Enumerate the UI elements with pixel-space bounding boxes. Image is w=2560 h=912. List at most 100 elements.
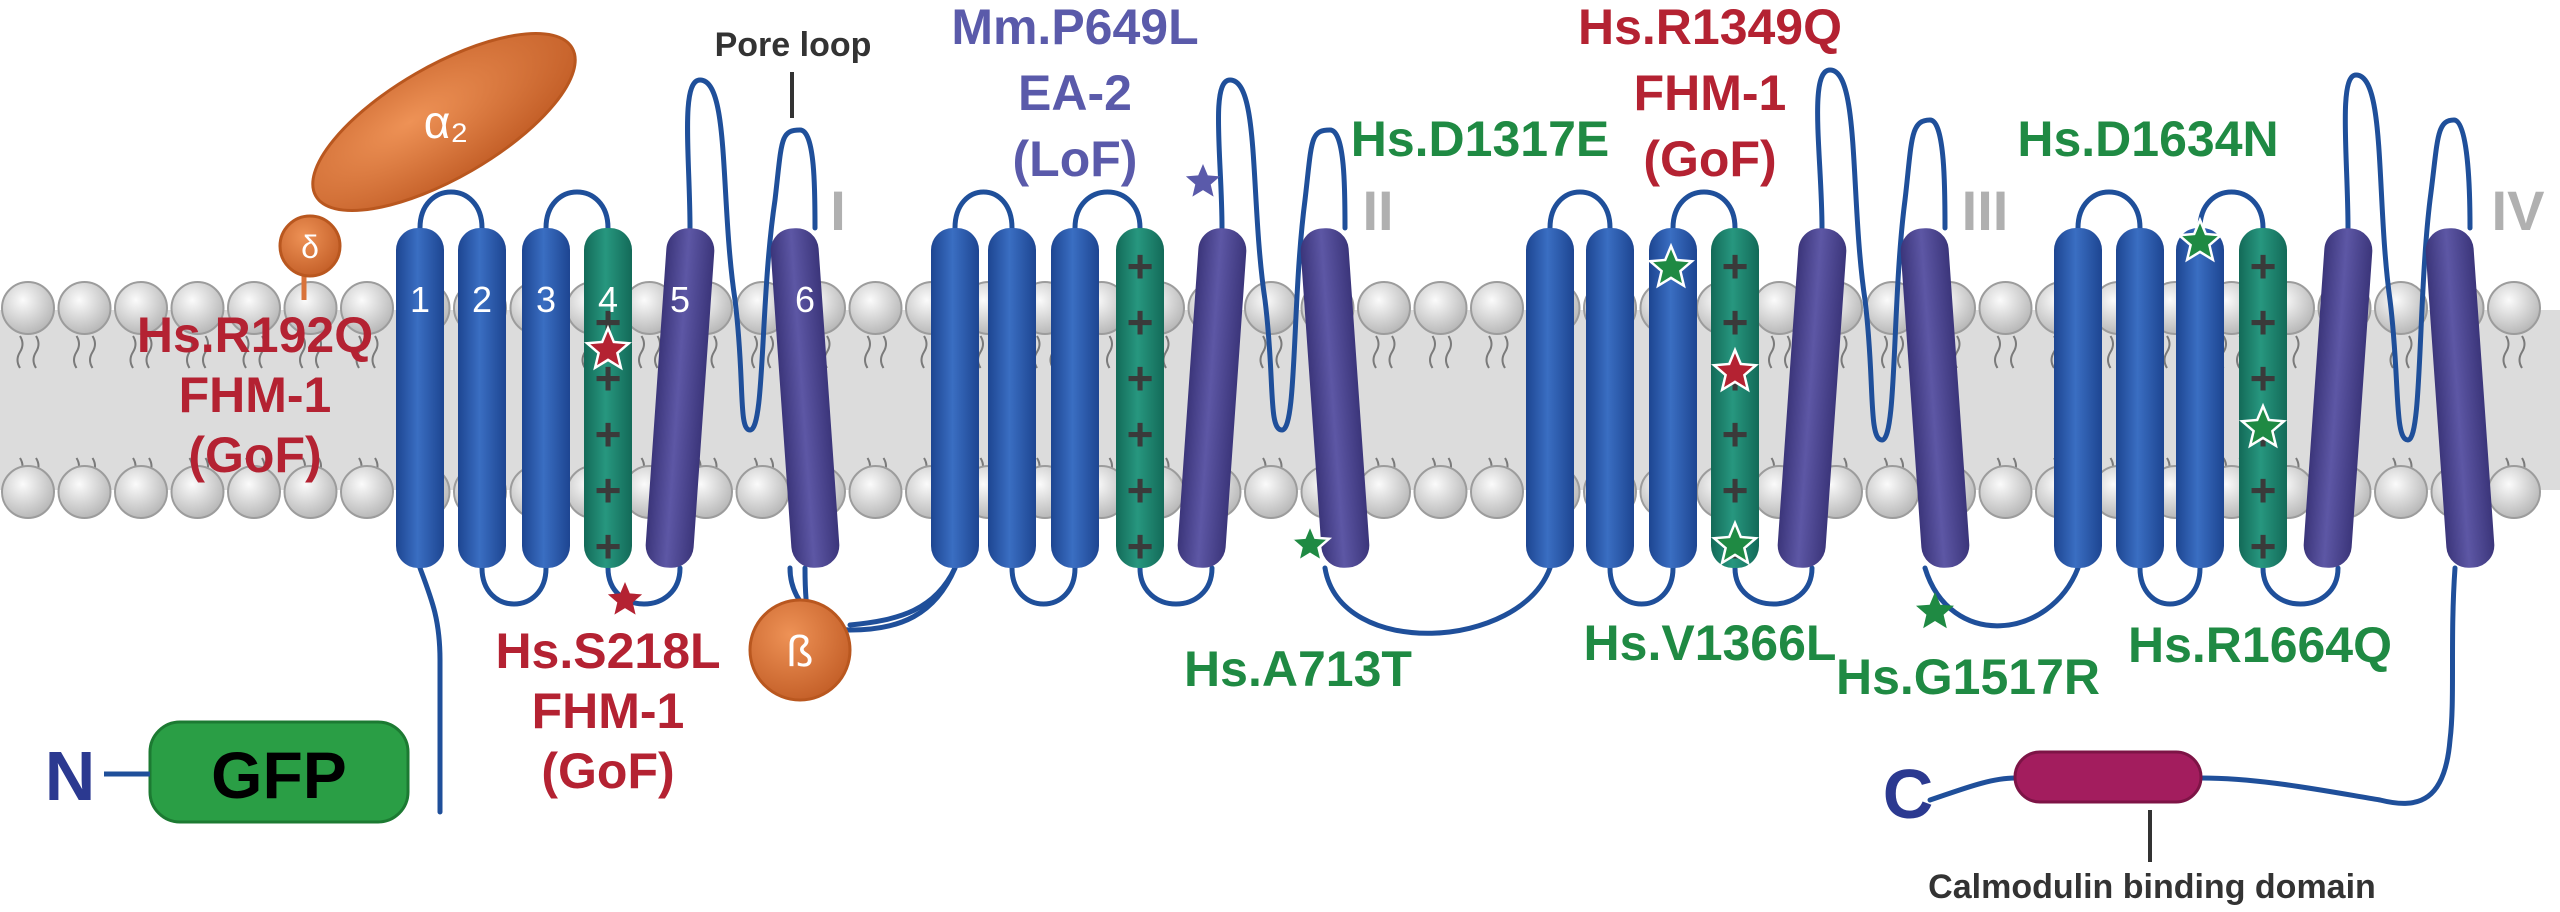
alpha2-label: α₂ bbox=[424, 96, 468, 148]
mutation-s218l: Hs.S218L FHM-1 (GoF) bbox=[495, 623, 720, 799]
mutation-g1517r: Hs.G1517R bbox=[1836, 649, 2100, 705]
lipid-tail bbox=[1372, 335, 1396, 369]
connecting-loops bbox=[417, 67, 2473, 815]
helix bbox=[1177, 228, 1247, 568]
lipid-head bbox=[1978, 465, 2033, 519]
charge-plus: + bbox=[1722, 464, 1749, 516]
lipid-head bbox=[57, 465, 112, 519]
loop-segment bbox=[1009, 565, 1078, 607]
mutation-name: Hs.R192Q bbox=[137, 307, 373, 363]
lipid-head bbox=[1, 465, 55, 519]
mutation-labels: Hs.R192Q FHM-1 (GoF) Hs.S218L FHM-1 (GoF… bbox=[137, 0, 2392, 799]
helix bbox=[1051, 228, 1099, 568]
mutation-phenotype: FHM-1 bbox=[532, 683, 685, 739]
helix bbox=[2425, 228, 2495, 568]
c-terminus-label: C bbox=[1883, 755, 1934, 833]
lipid-head bbox=[1244, 465, 1298, 519]
helix bbox=[1526, 228, 1574, 568]
loop-segment bbox=[2260, 565, 2341, 607]
lipid-head bbox=[1470, 465, 1524, 519]
loop-segment bbox=[479, 565, 549, 607]
segment-number: 2 bbox=[472, 279, 492, 320]
lipid-head bbox=[735, 465, 790, 519]
loop-segment bbox=[1922, 565, 2081, 629]
mutation-phenotype: FHM-1 bbox=[1634, 65, 1787, 121]
mutation-name: Hs.R1349Q bbox=[1578, 0, 1842, 55]
lipid-head bbox=[114, 281, 168, 335]
loop-segment bbox=[1322, 565, 1553, 636]
charge-plus: + bbox=[1127, 240, 1154, 292]
lipid-tail bbox=[299, 335, 322, 369]
helix bbox=[931, 228, 979, 568]
delta-subunit bbox=[278, 214, 342, 278]
lipid-head bbox=[1865, 465, 1920, 519]
lipid-head bbox=[1470, 281, 1524, 335]
charge-plus: + bbox=[1127, 520, 1154, 572]
helix bbox=[2239, 228, 2287, 568]
charge-plus: + bbox=[1722, 240, 1749, 292]
gfp-label: GFP bbox=[211, 738, 347, 812]
helix bbox=[2176, 228, 2224, 568]
segment-number: 1 bbox=[410, 279, 430, 320]
star-r1664q bbox=[2239, 402, 2287, 449]
loop-segment bbox=[952, 189, 1015, 231]
star-s218l-loop bbox=[607, 582, 643, 615]
loop-segment bbox=[543, 189, 611, 231]
domain-label: III bbox=[1962, 179, 2009, 242]
helix bbox=[396, 228, 444, 568]
mutation-d1634n: Hs.D1634N bbox=[2017, 111, 2278, 167]
lipid-head bbox=[114, 465, 168, 519]
calmodulin-binding-domain bbox=[2013, 750, 2203, 804]
mutation-r192q: Hs.R192Q FHM-1 (GoF) bbox=[137, 307, 373, 483]
lipid-tail bbox=[73, 335, 96, 369]
lipid-tail bbox=[864, 335, 887, 369]
segment-number: 4 bbox=[598, 279, 618, 320]
segment-number: 3 bbox=[536, 279, 556, 320]
lipid-head bbox=[340, 465, 394, 519]
loop-segment bbox=[2342, 72, 2473, 443]
mutation-effect: (GoF) bbox=[1643, 131, 1776, 187]
mutation-d1317e: Hs.D1317E bbox=[1351, 111, 1610, 167]
loop-segment bbox=[417, 565, 443, 815]
helix bbox=[1300, 228, 1370, 568]
charge-plus: + bbox=[1127, 296, 1154, 348]
loop-segment bbox=[1732, 565, 1815, 607]
lipid-head bbox=[2487, 281, 2541, 335]
lipid-head bbox=[2487, 465, 2541, 519]
lipid-head bbox=[283, 465, 338, 519]
lipid-tail bbox=[1768, 335, 1791, 369]
charge-plus: + bbox=[595, 464, 622, 516]
lipid-head bbox=[57, 281, 112, 335]
helix bbox=[2303, 228, 2373, 568]
lipid-tail bbox=[751, 335, 774, 369]
helix bbox=[584, 228, 632, 568]
lipid-tail bbox=[1881, 335, 1904, 369]
loop-segment bbox=[2198, 565, 2458, 806]
beta-subunit bbox=[748, 598, 852, 702]
lipid-tail bbox=[638, 335, 661, 369]
helix bbox=[2054, 228, 2102, 568]
star-v1366l bbox=[1711, 519, 1759, 566]
lipid-head bbox=[170, 281, 225, 335]
lipid-tail bbox=[355, 335, 379, 369]
charge-plus: + bbox=[1127, 408, 1154, 460]
helix bbox=[1777, 228, 1847, 568]
mutation-r1664q: Hs.R1664Q bbox=[2128, 617, 2392, 673]
lipid-tail bbox=[186, 335, 209, 369]
lipid-head bbox=[848, 281, 903, 335]
star-d1317e bbox=[1647, 242, 1695, 289]
charge-plus: + bbox=[2250, 520, 2277, 572]
pore-loop-label: Pore loop bbox=[715, 26, 872, 64]
domain-label: IV bbox=[2492, 179, 2545, 242]
helix bbox=[988, 228, 1036, 568]
calmodulin-label: Calmodulin binding domain bbox=[1928, 868, 2376, 906]
alpha2-delta-subunit: α₂ δ bbox=[278, 32, 577, 300]
mutation-phenotype: EA-2 bbox=[1018, 65, 1132, 121]
charge-plus: + bbox=[1127, 352, 1154, 404]
segment-number: 5 bbox=[670, 279, 690, 320]
loop-segment bbox=[685, 77, 818, 433]
segment-numbers: 1 2 3 4 5 6 bbox=[410, 279, 815, 320]
mutation-effect: (GoF) bbox=[188, 427, 321, 483]
mutation-p649l: Mm.P649L EA-2 (LoF) bbox=[951, 0, 1198, 187]
lipid-head bbox=[1244, 281, 1298, 335]
